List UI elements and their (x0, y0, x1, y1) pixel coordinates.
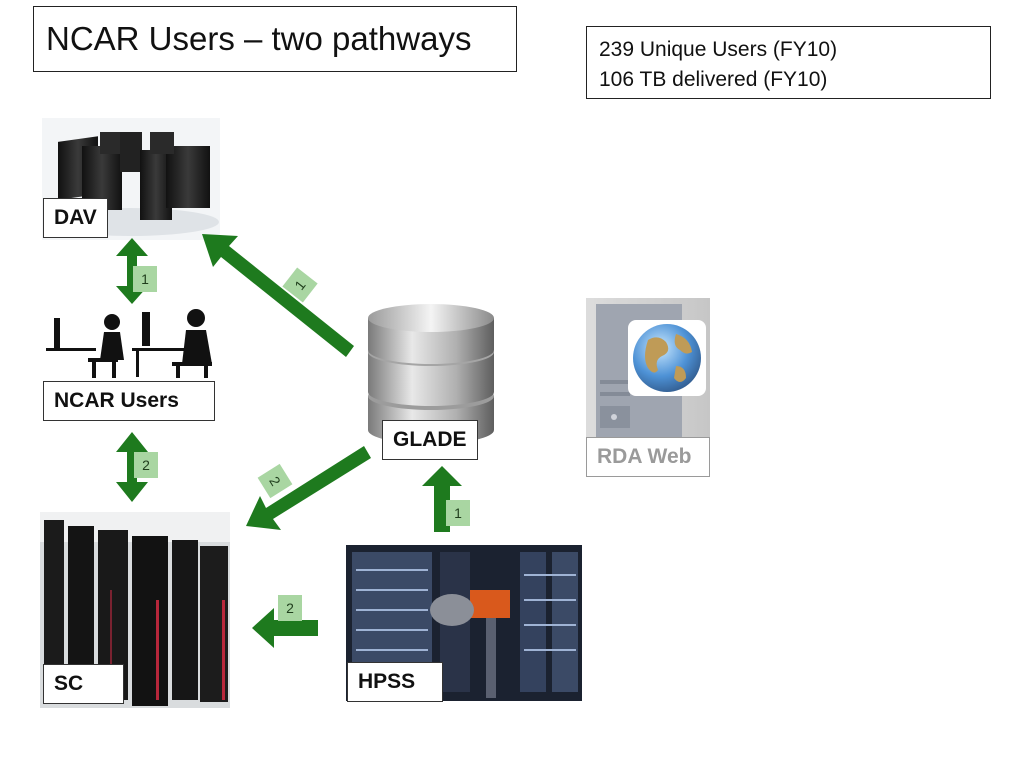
stats-box: 239 Unique Users (FY10) 106 TB delivered… (586, 26, 991, 99)
stats-tb-delivered: 106 TB delivered (FY10) (599, 68, 828, 91)
arrow-glade-to-dav (202, 234, 354, 357)
label-sc: SC (43, 664, 124, 704)
tag-hpss-glade: 1 (446, 500, 470, 526)
label-hpss: HPSS (347, 662, 443, 702)
slide-title: NCAR Users – two pathways (46, 20, 472, 57)
tag-users-sc: 2 (134, 452, 158, 478)
computer-users-image (46, 309, 212, 378)
web-server-globe-image (586, 298, 710, 438)
label-dav: DAV (43, 198, 108, 238)
tag-hpss-sc: 2 (278, 595, 302, 621)
slide-title-box: NCAR Users – two pathways (33, 6, 517, 72)
arrow-hpss-to-glade (422, 466, 462, 532)
arrow-users-sc (116, 432, 148, 502)
label-glade: GLADE (382, 420, 478, 460)
tag-dav-users: 1 (133, 266, 157, 292)
arrows (116, 234, 462, 648)
label-ncar-users: NCAR Users (43, 381, 215, 421)
label-rda-web: RDA Web (586, 437, 710, 477)
server-cluster-image (42, 118, 220, 240)
supercomputer-image (40, 512, 230, 708)
stats-unique-users: 239 Unique Users (FY10) (599, 38, 838, 61)
arrow-hpss-to-sc (252, 608, 318, 648)
arrow-glade-to-sc (246, 446, 371, 530)
